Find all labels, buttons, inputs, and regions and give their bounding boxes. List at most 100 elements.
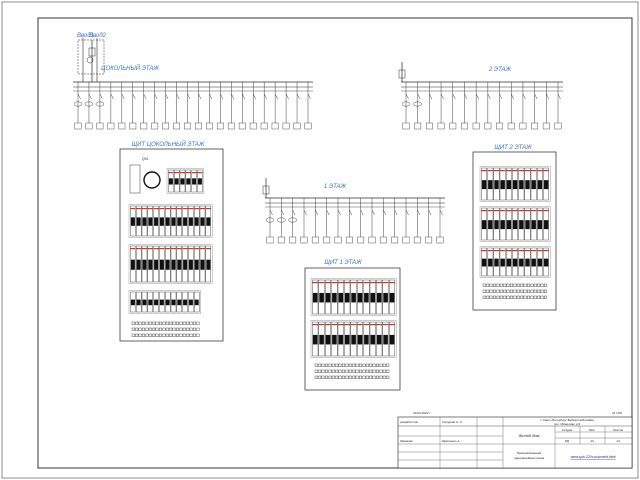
- terminal-block: [527, 289, 530, 293]
- breaker-marking: [188, 208, 194, 210]
- circuit-switch: [417, 209, 421, 216]
- breaker-toggle: [154, 259, 159, 270]
- circuit-switch: [121, 93, 125, 100]
- terminal-block: [193, 321, 196, 325]
- terminal-block: [152, 321, 156, 325]
- breaker-toggle: [319, 292, 324, 303]
- breaker-marking: [543, 250, 549, 252]
- site-link[interactable]: www.spb-220v.ru/proekt.html: [571, 455, 616, 459]
- terminal-block: [503, 283, 507, 287]
- circuit-switch: [428, 209, 432, 216]
- breaker-toggle: [376, 292, 382, 303]
- terminal-block: [155, 327, 159, 331]
- terminal-block: [496, 283, 500, 287]
- object-name: Жилой дом: [518, 433, 540, 438]
- terminal-block: [155, 321, 159, 325]
- title-block: 30.03.2022 г. М 1:50 разработчик Заказчи…: [397, 411, 633, 469]
- breaker-toggle: [130, 299, 135, 306]
- terminal-block: [516, 289, 520, 293]
- breaker-marking: [205, 208, 211, 210]
- breaker-marking: [500, 250, 506, 252]
- load-box: [542, 122, 550, 130]
- terminal-block: [176, 327, 179, 331]
- terminal-block: [196, 321, 200, 325]
- breaker-toggle: [130, 259, 135, 270]
- terminal-block: [165, 321, 169, 325]
- circuit-switch: [231, 93, 235, 100]
- circuit-switch: [487, 93, 491, 100]
- circuit-switch: [452, 93, 456, 100]
- basement-diagram-title: ЦОКОЛЬНЫЙ ЭТАЖ: [101, 64, 159, 72]
- developer-name: Городкин А. С.: [442, 420, 463, 424]
- terminal-block: [159, 333, 162, 337]
- circuit-switch: [303, 209, 307, 216]
- floor2-single-line-diagram: [398, 62, 563, 130]
- load-box: [323, 236, 331, 244]
- breaker-marking: [194, 208, 200, 210]
- role-developer: разработчик: [400, 420, 418, 424]
- terminal-block: [503, 295, 507, 299]
- terminal-block: [189, 327, 193, 331]
- rcd-symbol: [265, 217, 275, 223]
- breaker-toggle: [370, 292, 376, 303]
- load-box: [414, 122, 422, 130]
- breaker-toggle: [177, 217, 182, 226]
- breaker-marking: [338, 324, 344, 326]
- breaker-marking: [331, 324, 338, 326]
- terminal-block: [138, 333, 142, 337]
- breaker-toggle: [500, 180, 505, 190]
- breaker-marking: [481, 210, 487, 212]
- breaker-toggle: [188, 217, 193, 226]
- breaker-toggle: [506, 180, 512, 190]
- terminal-block: [493, 289, 496, 293]
- circuit-switch: [165, 93, 169, 100]
- terminal-block: [489, 289, 493, 293]
- terminal-block: [148, 321, 152, 325]
- terminal-block: [321, 375, 325, 379]
- breaker-toggle: [159, 299, 164, 306]
- breaker-toggle: [183, 259, 188, 270]
- sheet-inner-frame: [37, 17, 633, 469]
- terminal-block: [379, 375, 383, 379]
- breaker-toggle: [148, 217, 153, 226]
- breaker-toggle: [525, 180, 530, 190]
- breaker-toggle: [357, 334, 363, 345]
- terminal-block: [345, 363, 349, 367]
- circuit-switch: [198, 93, 202, 100]
- breaker-marking: [344, 282, 350, 284]
- circuit-switch: [475, 93, 479, 100]
- breaker-marking: [493, 170, 500, 172]
- terminal-block: [382, 363, 386, 367]
- breaker-marking: [543, 210, 549, 212]
- breaker-marking: [168, 172, 174, 174]
- role-customer: Заказчик: [400, 439, 413, 443]
- terminal-block: [155, 333, 159, 337]
- terminal-block: [328, 369, 332, 373]
- terminal-block: [165, 327, 169, 331]
- breaker-toggle: [512, 258, 518, 267]
- breaker-toggle: [531, 258, 536, 267]
- terminal-block: [135, 321, 139, 325]
- terminal-block: [533, 295, 537, 299]
- breaker-toggle: [351, 292, 356, 303]
- breaker-toggle: [130, 217, 135, 226]
- load-box: [507, 122, 515, 130]
- breaker-marking: [318, 282, 325, 284]
- breaker-toggle: [543, 258, 549, 267]
- terminal-block: [365, 363, 369, 367]
- breaker-marking: [500, 210, 506, 212]
- meter-symbol: [86, 56, 94, 64]
- breaker-marking: [487, 210, 493, 212]
- terminal-block: [537, 283, 541, 287]
- breaker-marking: [312, 324, 318, 326]
- breaker-marking: [200, 208, 205, 210]
- circuit-switch: [296, 93, 300, 100]
- terminal-block: [331, 369, 335, 373]
- load-box: [300, 236, 308, 244]
- load-box: [85, 122, 93, 130]
- breaker-toggle: [512, 220, 518, 230]
- load-box: [293, 122, 301, 130]
- breaker-marking: [159, 208, 165, 210]
- breaker-toggle: [519, 220, 524, 230]
- terminal-block: [196, 333, 200, 337]
